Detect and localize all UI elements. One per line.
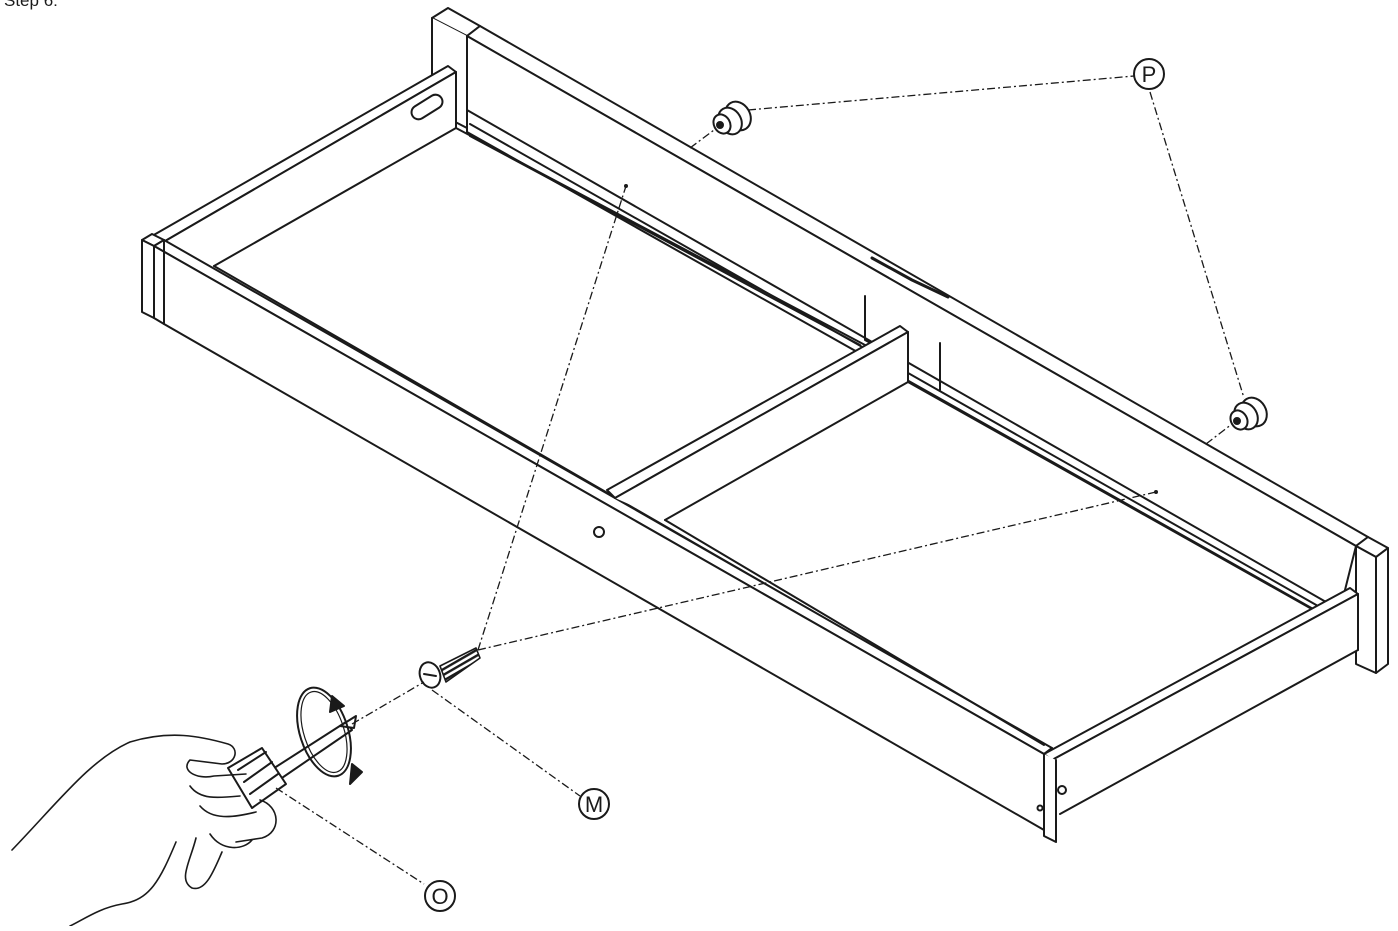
middle-divider [606, 325, 909, 521]
label-o-text: O [431, 884, 448, 909]
knob-p-lower [1229, 396, 1268, 431]
front-rail [153, 239, 1053, 831]
back-panel [431, 7, 1389, 674]
left-side-panel [151, 65, 457, 267]
right-side-panel [664, 381, 1359, 843]
knob-p-upper [712, 100, 752, 136]
label-p: P [1133, 58, 1165, 90]
hand [11, 734, 277, 927]
label-o: O [424, 880, 456, 912]
screwdriver-o [227, 715, 357, 809]
step-heading: Step 6: [4, 0, 58, 10]
rotation-arrow-icon [296, 686, 363, 785]
label-m-text: M [585, 792, 603, 817]
label-p-text: P [1142, 62, 1157, 87]
leader-lines [275, 75, 1245, 885]
screw-m [418, 647, 481, 689]
label-m: M [578, 788, 610, 820]
